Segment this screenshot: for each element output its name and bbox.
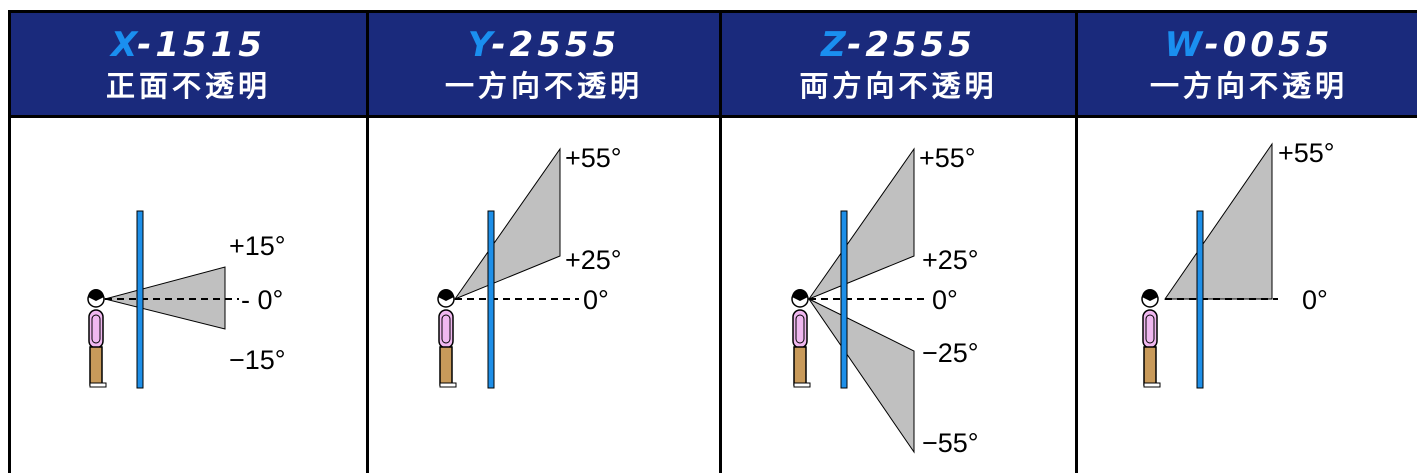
- column-header: W-0055 一方向不透明: [1078, 13, 1417, 118]
- product-description: 正面不透明: [105, 69, 271, 103]
- column-w-0055: W-0055 一方向不透明 +55° 0°: [1078, 13, 1417, 473]
- opaque-zone: [1164, 142, 1273, 300]
- product-code: W-0055: [1078, 25, 1417, 65]
- glass-pane: [840, 210, 848, 389]
- angle-label-minus15: −15°: [229, 345, 286, 375]
- product-table: X-1515 正面不透明 +15° - 0° −15°: [8, 10, 1417, 473]
- person-figure: [1141, 289, 1161, 388]
- angle-label-0: 0°: [583, 285, 609, 315]
- angle-label-minus25: −25°: [922, 338, 979, 368]
- opaque-zone-lower: [807, 297, 915, 454]
- code-number: -0055: [1204, 25, 1334, 65]
- person-figure: [437, 289, 457, 388]
- opaque-zone: [453, 147, 561, 301]
- angle-label-0: 0°: [1302, 285, 1328, 315]
- column-x-1515: X-1515 正面不透明 +15° - 0° −15°: [11, 13, 369, 473]
- angle-label-minus55: −55°: [922, 428, 979, 458]
- angle-label-plus25: +25°: [565, 245, 622, 275]
- column-header: X-1515 正面不透明: [11, 13, 366, 118]
- view-angle-diagram: +15° - 0° −15°: [11, 118, 366, 473]
- code-letter: Z: [821, 25, 848, 65]
- person-figure: [791, 289, 811, 388]
- product-description: 一方向不透明: [444, 69, 643, 103]
- code-number: -2555: [847, 25, 976, 65]
- column-y-2555: Y-2555 一方向不透明 +55° +25° 0°: [369, 13, 722, 473]
- glass-pane: [136, 210, 144, 389]
- code-letter: W: [1164, 25, 1205, 65]
- product-code: Y-2555: [369, 25, 719, 65]
- view-angle-diagram: +55° 0°: [1078, 118, 1417, 473]
- glass-pane: [487, 210, 495, 389]
- angle-label-0: 0°: [932, 285, 958, 315]
- column-header: Y-2555 一方向不透明: [369, 13, 719, 118]
- angle-label-plus55: +55°: [565, 143, 622, 173]
- angle-label-plus55: +55°: [1278, 138, 1335, 168]
- column-z-2555: Z-2555 両方向不透明 +55° +25° 0°: [722, 13, 1078, 473]
- product-description: 一方向不透明: [1149, 69, 1348, 103]
- glass-pane: [1196, 210, 1204, 389]
- code-number: -2555: [491, 25, 621, 65]
- code-letter: Y: [467, 25, 492, 65]
- code-number: -1515: [137, 25, 266, 65]
- opaque-zone-upper: [807, 147, 915, 301]
- column-header: Z-2555 両方向不透明: [722, 13, 1075, 118]
- angle-label-plus25: +25°: [922, 245, 979, 275]
- angle-label-0: - 0°: [241, 285, 283, 315]
- product-code: X-1515: [11, 25, 366, 65]
- code-letter: X: [111, 25, 138, 65]
- view-angle-diagram: +55° +25° 0°: [369, 118, 719, 473]
- view-angle-diagram: +55° +25° 0° −25° −55°: [722, 118, 1075, 473]
- product-code: Z-2555: [722, 25, 1075, 65]
- angle-label-plus15: +15°: [229, 231, 286, 261]
- product-description: 両方向不透明: [799, 69, 998, 103]
- angle-label-plus55: +55°: [919, 143, 976, 173]
- person-figure: [87, 289, 107, 388]
